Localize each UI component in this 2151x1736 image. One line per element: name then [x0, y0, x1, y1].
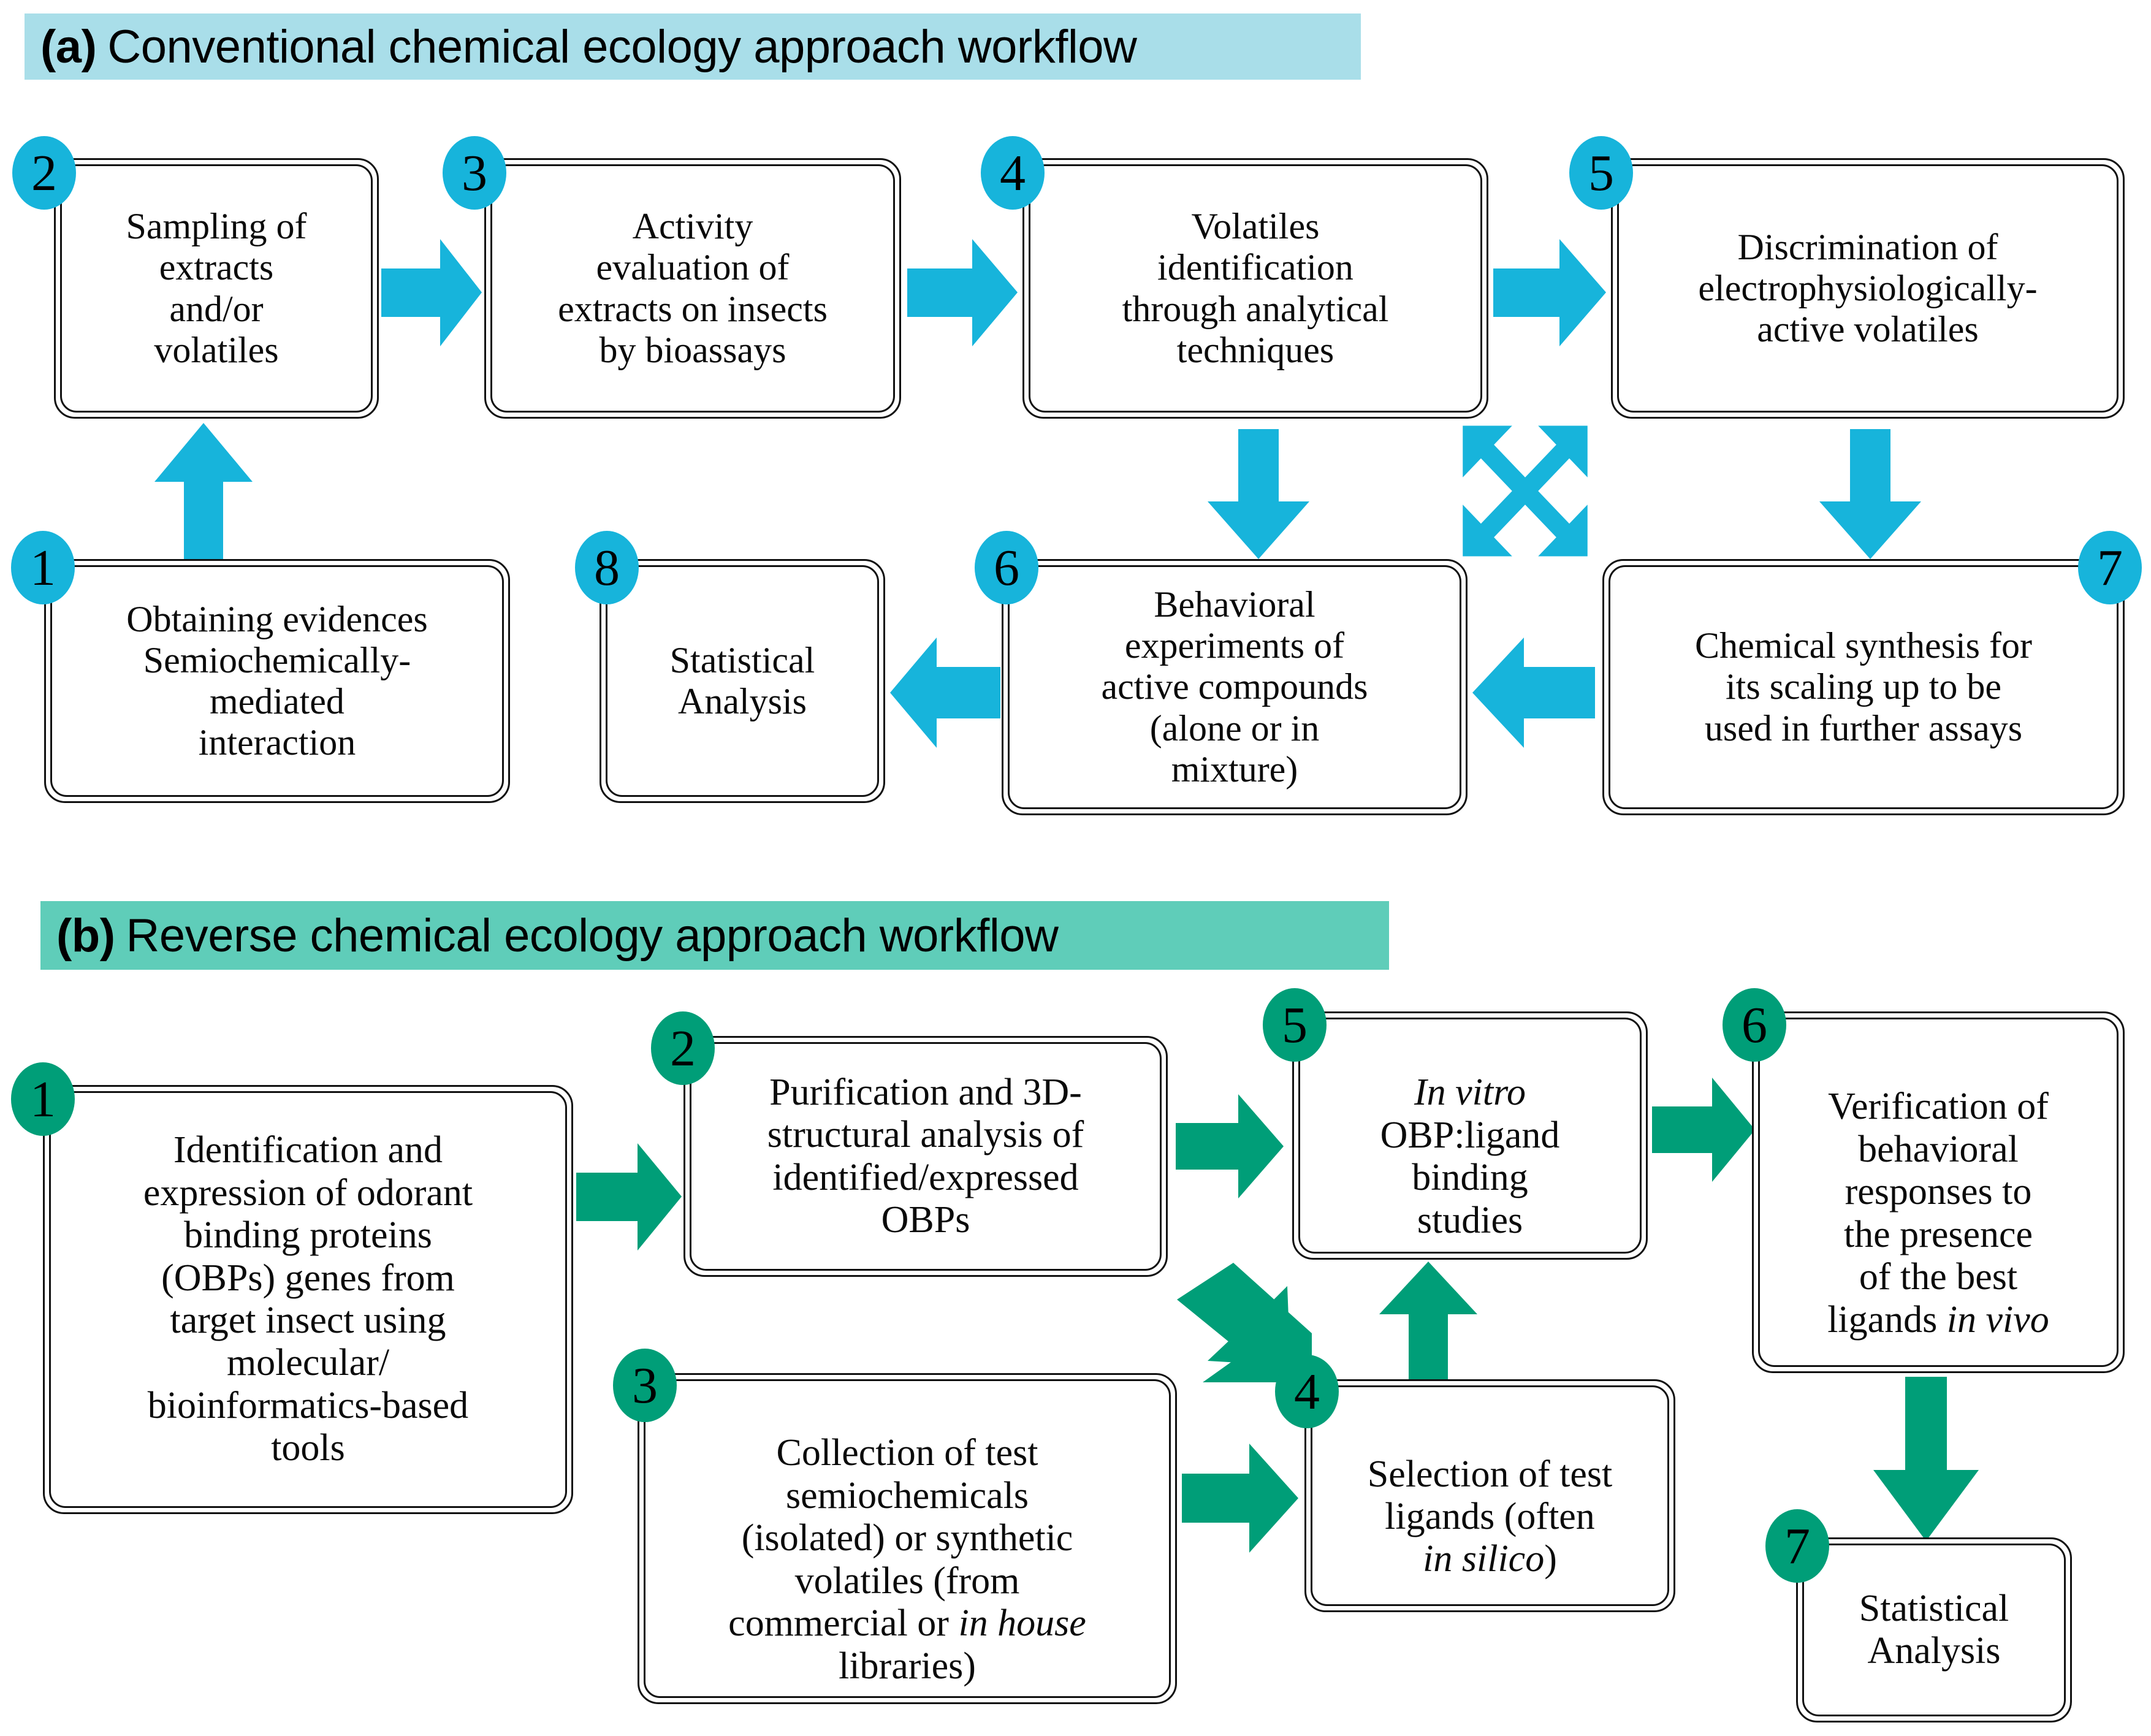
step-box-a2-text: Sampling of extracts and/or volatiles	[126, 206, 307, 370]
step-badge-b4: 4	[1275, 1355, 1339, 1428]
arrow-b-1-to-2	[576, 1143, 682, 1251]
step-badge-a7: 7	[2078, 531, 2142, 604]
step-badge-b2: 2	[651, 1011, 715, 1085]
step-box-b1[interactable]: Identification and expression of odorant…	[43, 1085, 573, 1514]
step-box-b6[interactable]: Verification of behavioral responses to …	[1752, 1011, 2125, 1373]
step-box-b1-text: Identification and expression of odorant…	[143, 1129, 473, 1469]
arrow-a-3-to-4	[907, 239, 1018, 346]
arrow-a-4-to-5	[1493, 239, 1606, 346]
panel-b-title: Reverse chemical ecology approach workfl…	[126, 909, 1059, 962]
step-badge-b7: 7	[1765, 1509, 1829, 1583]
arrow-b-5-to-6	[1652, 1078, 1755, 1182]
arrow-b-6-to-7	[1873, 1377, 1979, 1541]
step-box-a2[interactable]: Sampling of extracts and/or volatiles	[54, 158, 379, 419]
step-badge-a5-number: 5	[1588, 144, 1614, 202]
step-box-b4[interactable]: Selection of test ligands (often in sili…	[1304, 1379, 1675, 1612]
step-box-a6[interactable]: Behavioral experiments of active compoun…	[1002, 559, 1468, 815]
step-badge-a4-number: 4	[1000, 144, 1026, 202]
step-badge-b6: 6	[1723, 988, 1786, 1062]
arrow-a-6-to-8	[890, 638, 1000, 748]
arrow-b-3-to-4	[1182, 1444, 1298, 1553]
arrow-b-2-to-5	[1176, 1094, 1284, 1198]
step-badge-b5: 5	[1263, 988, 1327, 1062]
step-badge-b6-number: 6	[1742, 996, 1767, 1054]
panel-a-banner: (a) Conventional chemical ecology approa…	[25, 13, 1361, 80]
step-badge-a8-number: 8	[594, 539, 620, 596]
step-box-a3-text: Activity evaluation of extracts on insec…	[558, 206, 828, 370]
arrow-a-7-to-6	[1472, 638, 1595, 748]
step-badge-a1: 1	[11, 531, 75, 604]
step-box-a3[interactable]: Activity evaluation of extracts on insec…	[484, 158, 901, 419]
step-badge-b5-number: 5	[1282, 996, 1308, 1054]
step-badge-b1: 1	[11, 1062, 75, 1136]
step-box-b6-text: Verification of behavioral responses to …	[1827, 1086, 2049, 1341]
step-box-a1-text: Obtaining evidences Semiochemically- med…	[126, 598, 428, 763]
step-box-b5[interactable]: In vitro OBP:ligand binding studies	[1292, 1011, 1648, 1260]
step-badge-b3: 3	[613, 1349, 677, 1422]
step-badge-a8: 8	[575, 531, 639, 604]
step-box-b4-text: Selection of test ligands (often in sili…	[1367, 1453, 1613, 1580]
step-badge-a5: 5	[1569, 136, 1633, 210]
step-badge-b1-number: 1	[30, 1070, 56, 1128]
step-box-a5-text: Discrimination of electrophysiologically…	[1698, 226, 2038, 350]
panel-a-title: Conventional chemical ecology approach w…	[107, 20, 1137, 73]
step-badge-b4-number: 4	[1294, 1363, 1320, 1420]
step-badge-b7-number: 7	[1784, 1517, 1810, 1575]
panel-a-label: (a)	[40, 20, 97, 73]
step-box-b5-text: In vitro OBP:ligand binding studies	[1380, 1072, 1560, 1241]
step-box-b2-text: Purification and 3D- structural analysis…	[767, 1071, 1084, 1241]
step-badge-a7-number: 7	[2097, 539, 2123, 596]
step-badge-b3-number: 3	[632, 1357, 658, 1414]
step-box-b3-text: Collection of test semiochemicals (isola…	[728, 1432, 1086, 1687]
arrow-a-2-to-3	[381, 239, 482, 346]
step-box-b7-text: Statistical Analysis	[1859, 1587, 2009, 1672]
arrow-a-4-to-6	[1208, 429, 1309, 559]
step-box-b2[interactable]: Purification and 3D- structural analysis…	[683, 1036, 1168, 1277]
step-badge-a3: 3	[443, 136, 506, 210]
step-box-a7[interactable]: Chemical synthesis for its scaling up to…	[1602, 559, 2125, 815]
step-box-b7[interactable]: Statistical Analysis	[1796, 1537, 2072, 1723]
step-box-a1[interactable]: Obtaining evidences Semiochemically- med…	[44, 559, 510, 803]
arrow-b-2-to-4-diagonal	[1165, 1263, 1312, 1382]
arrow-a-5-to-7	[1819, 429, 1921, 559]
arrow-a-1-to-2	[154, 423, 253, 563]
step-badge-a6: 6	[975, 531, 1038, 604]
step-box-a7-text: Chemical synthesis for its scaling up to…	[1695, 625, 2032, 748]
step-box-a4-text: Volatiles identification through analyti…	[1122, 206, 1389, 370]
step-box-a5[interactable]: Discrimination of electrophysiologically…	[1611, 158, 2125, 419]
step-box-b3[interactable]: Collection of test semiochemicals (isola…	[638, 1373, 1177, 1704]
step-box-a8[interactable]: Statistical Analysis	[600, 559, 885, 803]
step-badge-a2: 2	[12, 136, 76, 210]
step-badge-a4: 4	[981, 136, 1045, 210]
step-box-a6-text: Behavioral experiments of active compoun…	[1101, 584, 1368, 790]
step-badge-a1-number: 1	[30, 539, 56, 596]
panel-b-banner: (b) Reverse chemical ecology approach wo…	[40, 901, 1389, 970]
step-box-a8-text: Statistical Analysis	[669, 639, 815, 721]
step-badge-b2-number: 2	[670, 1019, 696, 1077]
step-badge-a2-number: 2	[31, 144, 57, 202]
arrow-b-4-to-5	[1379, 1262, 1477, 1384]
panel-b-label: (b)	[56, 909, 115, 962]
arrow-a-four-way-cross-icon	[1460, 423, 1590, 559]
step-badge-a6-number: 6	[994, 539, 1019, 596]
step-box-a4[interactable]: Volatiles identification through analyti…	[1022, 158, 1488, 419]
step-badge-a3-number: 3	[462, 144, 487, 202]
